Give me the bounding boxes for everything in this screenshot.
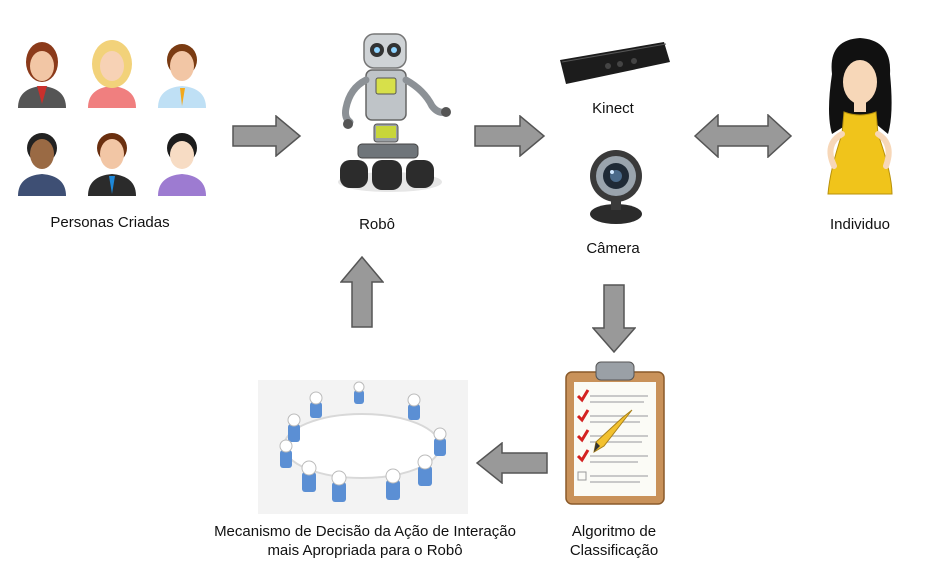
persona-avatar-4 (18, 133, 66, 196)
individual-label: Individuo (829, 216, 891, 233)
persona-avatar-3 (158, 44, 206, 108)
arrow-right-2 (474, 115, 546, 157)
kinect-label: Kinect (592, 100, 634, 117)
persona-avatar-1 (18, 42, 66, 108)
persona-avatar-5 (88, 133, 136, 196)
people-avatars-icon (18, 40, 206, 196)
camera-label: Câmera (586, 240, 640, 257)
arrow-down (592, 284, 636, 354)
meeting-table-icon (258, 380, 468, 514)
kinect-sensor-icon (560, 42, 670, 84)
decision-label: Mecanismo de Decisão da Ação de Interaçã… (214, 523, 516, 559)
arrow-bidirectional (694, 114, 792, 158)
personas-label: Personas Criadas (50, 214, 170, 231)
persona-avatar-6 (158, 133, 206, 196)
personas-group (12, 36, 212, 201)
robot-label: Robô (359, 216, 395, 233)
webcam-icon (590, 150, 642, 224)
clipboard-checklist-icon (565, 361, 665, 505)
classification-label: Algoritmo de Classificação (569, 523, 659, 559)
arrow-up (340, 256, 384, 328)
woman-avatar-icon (827, 38, 893, 195)
arrow-right-1 (232, 115, 302, 157)
persona-avatar-2 (88, 40, 136, 108)
arrow-left (476, 442, 548, 484)
robot-icon (338, 33, 451, 192)
